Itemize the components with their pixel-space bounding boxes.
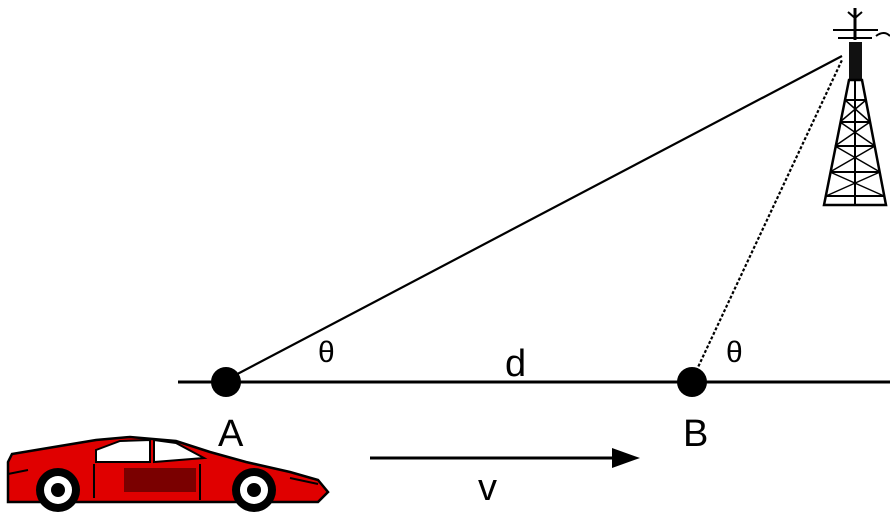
red-sports-car-icon xyxy=(6,435,330,512)
sightline-a xyxy=(225,55,843,381)
angle-b-label: θ xyxy=(726,336,743,369)
transmission-tower-icon xyxy=(822,8,890,207)
distance-label: d xyxy=(505,343,526,385)
angle-a-label: θ xyxy=(318,336,335,369)
point-b-dot xyxy=(677,367,707,397)
point-b-label: B xyxy=(683,413,708,455)
point-a-label: A xyxy=(218,413,244,455)
velocity-label: v xyxy=(478,467,497,509)
sightline-b xyxy=(691,59,843,381)
velocity-arrow xyxy=(370,448,640,468)
point-a-dot xyxy=(211,367,241,397)
